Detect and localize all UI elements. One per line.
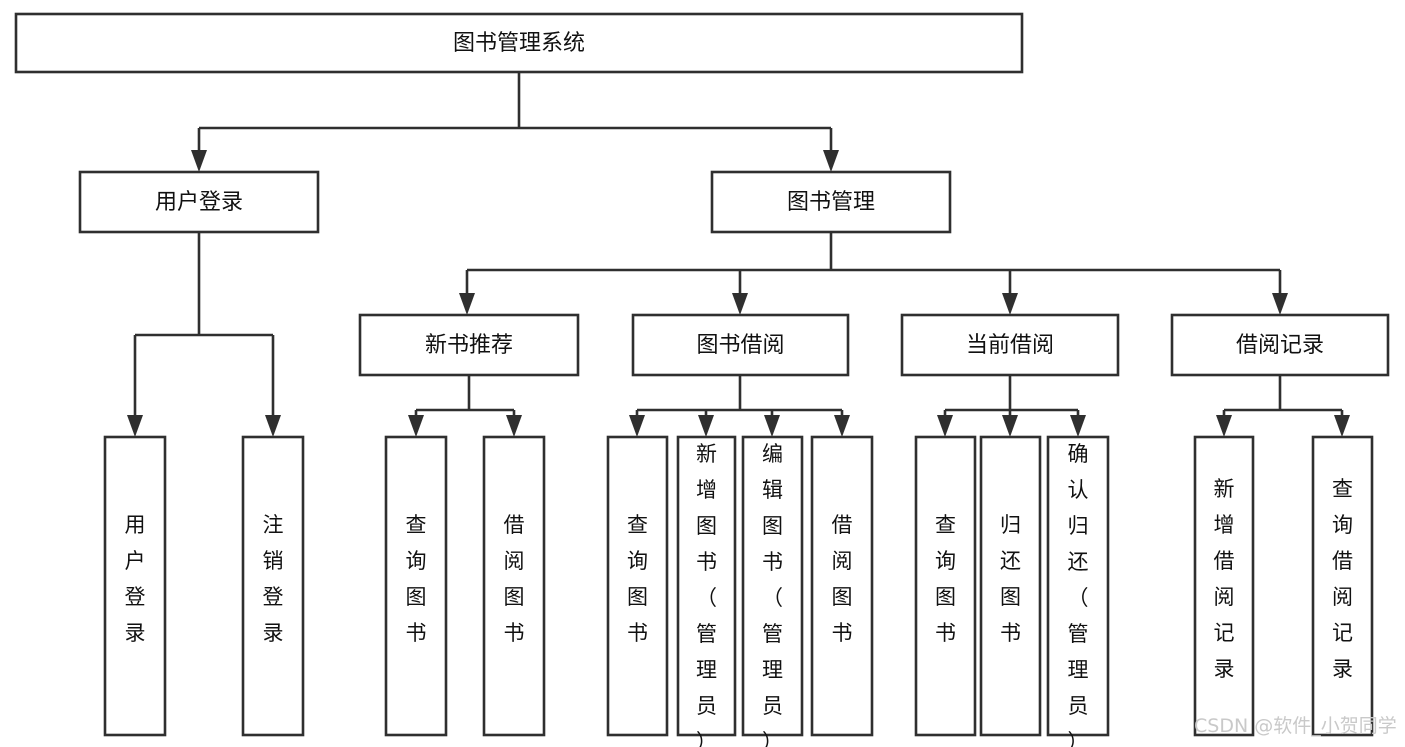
arrow-head-icon <box>1070 415 1086 437</box>
node-label: 当前借阅 <box>966 333 1054 358</box>
node-box <box>606 435 669 737</box>
node-leaf-user-login[interactable]: 用户登录 <box>103 435 167 737</box>
arrow-head-icon <box>191 150 207 172</box>
node-box <box>810 435 874 737</box>
node-box <box>358 313 580 377</box>
node-leaf-query-borrow-record[interactable]: 查询借阅记录 <box>1311 435 1374 737</box>
arrow-head-icon <box>408 415 424 437</box>
node-label: 新增图书（管理员） <box>696 442 717 747</box>
arrow-head-icon <box>732 293 748 315</box>
node-box <box>1193 435 1255 737</box>
node-box <box>914 435 977 737</box>
node-leaf-query-book-current[interactable]: 查询图书 <box>914 435 977 737</box>
arrow-head-icon <box>1002 415 1018 437</box>
arrow-head-icon <box>1334 415 1350 437</box>
node-label: 借阅图书 <box>504 513 525 645</box>
node-leaf-return-book[interactable]: 归还图书 <box>979 435 1042 737</box>
node-root[interactable]: 图书管理系统 <box>14 12 1024 74</box>
node-leaf-confirm-return[interactable]: 确认归还（管理员） <box>1046 435 1110 747</box>
node-leaf-logout[interactable]: 注销登录 <box>241 435 305 737</box>
node-label: 图书借阅 <box>696 333 784 358</box>
node-label: 查询图书 <box>935 513 956 645</box>
node-leaf-query-book-recommend[interactable]: 查询图书 <box>384 435 448 737</box>
node-leaf-edit-book[interactable]: 编辑图书（管理员） <box>741 435 804 747</box>
arrow-head-icon <box>506 415 522 437</box>
node-user-login[interactable]: 用户登录 <box>78 170 320 234</box>
node-box <box>482 435 546 737</box>
node-book-borrow[interactable]: 图书借阅 <box>631 313 850 377</box>
node-box <box>1311 435 1374 737</box>
node-label: 新书推荐 <box>425 333 513 358</box>
arrow-head-icon <box>823 150 839 172</box>
node-box <box>900 313 1120 377</box>
node-label: 归还图书 <box>1000 513 1021 645</box>
node-box <box>741 435 804 737</box>
nodes-layer: 图书管理系统用户登录图书管理新书推荐图书借阅当前借阅借阅记录用户登录注销登录查询… <box>14 12 1390 747</box>
node-label: 借阅图书 <box>832 513 853 645</box>
node-current-borrow[interactable]: 当前借阅 <box>900 313 1120 377</box>
node-label: 新增借阅记录 <box>1214 477 1235 681</box>
node-box <box>1170 313 1390 377</box>
arrow-head-icon <box>764 415 780 437</box>
node-leaf-add-book[interactable]: 新增图书（管理员） <box>676 435 737 747</box>
arrow-head-icon <box>127 415 143 437</box>
node-box <box>103 435 167 737</box>
node-box <box>241 435 305 737</box>
node-label: 用户登录 <box>155 190 243 215</box>
node-label: 注销登录 <box>263 513 284 645</box>
arrow-head-icon <box>1002 293 1018 315</box>
csdn-watermark: CSDN @软件_小贺同学 <box>1194 715 1397 737</box>
node-box <box>384 435 448 737</box>
node-box <box>14 12 1024 74</box>
node-label: 确认归还（管理员） <box>1068 442 1089 747</box>
arrow-head-icon <box>1272 293 1288 315</box>
node-box <box>676 435 737 737</box>
arrow-head-icon <box>834 415 850 437</box>
arrow-heads-layer <box>127 150 1350 437</box>
node-box <box>710 170 952 234</box>
node-label: 查询图书 <box>406 513 427 645</box>
node-box <box>631 313 850 377</box>
node-leaf-borrow-book-recommend[interactable]: 借阅图书 <box>482 435 546 737</box>
node-label: 图书管理系统 <box>453 31 585 56</box>
node-box <box>78 170 320 234</box>
node-label: 编辑图书（管理员） <box>762 442 783 747</box>
arrow-head-icon <box>937 415 953 437</box>
node-label: 图书管理 <box>787 190 875 215</box>
node-new-book-recommend[interactable]: 新书推荐 <box>358 313 580 377</box>
arrow-head-icon <box>629 415 645 437</box>
node-label: 用户登录 <box>125 513 146 645</box>
arrow-head-icon <box>459 293 475 315</box>
node-borrow-records[interactable]: 借阅记录 <box>1170 313 1390 377</box>
arrow-head-icon <box>698 415 714 437</box>
node-box <box>979 435 1042 737</box>
node-book-management[interactable]: 图书管理 <box>710 170 952 234</box>
node-leaf-query-book-borrow[interactable]: 查询图书 <box>606 435 669 737</box>
node-label: 查询图书 <box>627 513 648 645</box>
arrow-head-icon <box>265 415 281 437</box>
node-leaf-borrow-book[interactable]: 借阅图书 <box>810 435 874 737</box>
node-box <box>1046 435 1110 737</box>
node-label: 查询借阅记录 <box>1332 477 1353 681</box>
node-leaf-add-borrow-record[interactable]: 新增借阅记录 <box>1193 435 1255 737</box>
node-label: 借阅记录 <box>1236 333 1324 358</box>
arrow-head-icon <box>1216 415 1232 437</box>
